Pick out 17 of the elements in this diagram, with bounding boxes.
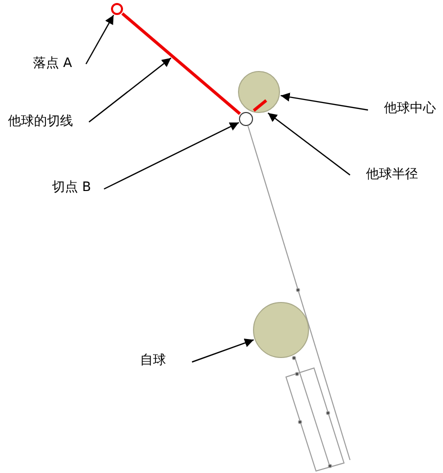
tangent-point-marker bbox=[239, 112, 253, 126]
leader-arrow bbox=[280, 92, 368, 111]
object-ball bbox=[238, 71, 280, 113]
leader-arrow bbox=[192, 338, 254, 363]
leader-arrow bbox=[88, 58, 172, 122]
landing-point-marker bbox=[111, 3, 123, 15]
callout-label: 落点 A bbox=[33, 56, 72, 72]
tangent-line bbox=[121, 12, 241, 115]
callout-label: 他球的切线 bbox=[8, 114, 73, 130]
callout-label: 切点 B bbox=[52, 180, 92, 196]
callout-label: 自球 bbox=[140, 353, 166, 369]
callout-label: 他球中心 bbox=[384, 101, 436, 117]
leader-arrow bbox=[104, 122, 240, 190]
callout-label: 他球半径 bbox=[366, 167, 418, 183]
leader-arrow bbox=[85, 14, 114, 64]
leader-arrow bbox=[268, 112, 350, 176]
cue-ball bbox=[253, 302, 309, 358]
